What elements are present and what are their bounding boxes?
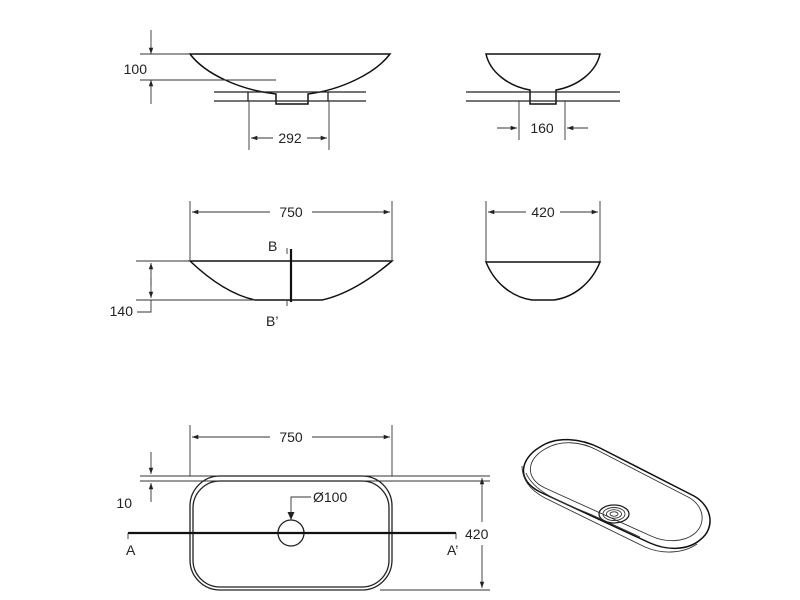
basin-3d-icon	[521, 438, 711, 553]
plan-view-drain-label: Ø100	[313, 489, 347, 505]
end-view-bowl	[485, 53, 601, 105]
side-view-drain-width-label: 292	[278, 130, 302, 146]
section-end-view-bowl	[484, 261, 602, 301]
section-cut-bottom-label: B’	[266, 313, 278, 329]
side-view-bowl	[188, 53, 392, 105]
iso-view	[521, 438, 711, 553]
section-view: 750 B B’ 140	[110, 201, 395, 329]
section-end-view-width-label: 420	[531, 204, 555, 220]
side-view: 100 292	[124, 30, 392, 150]
section-end-view: 420	[484, 201, 602, 301]
plan-view-width-label: 750	[279, 429, 303, 445]
side-view-height-label: 100	[124, 61, 148, 77]
plan-view: 750 10 Ø100 A A’ 420	[116, 425, 490, 591]
plan-cut-left-label: A	[126, 542, 136, 558]
end-view-drain-width-label: 160	[530, 120, 554, 136]
section-cut-top-label: B	[268, 238, 277, 254]
plan-cut-right-label: A’	[447, 542, 458, 558]
section-view-width-label: 750	[279, 204, 303, 220]
section-view-height-label: 140	[110, 303, 134, 319]
end-view: 160	[466, 53, 620, 140]
plan-view-depth-label: 420	[465, 526, 489, 542]
plan-view-rim-label: 10	[116, 495, 132, 511]
